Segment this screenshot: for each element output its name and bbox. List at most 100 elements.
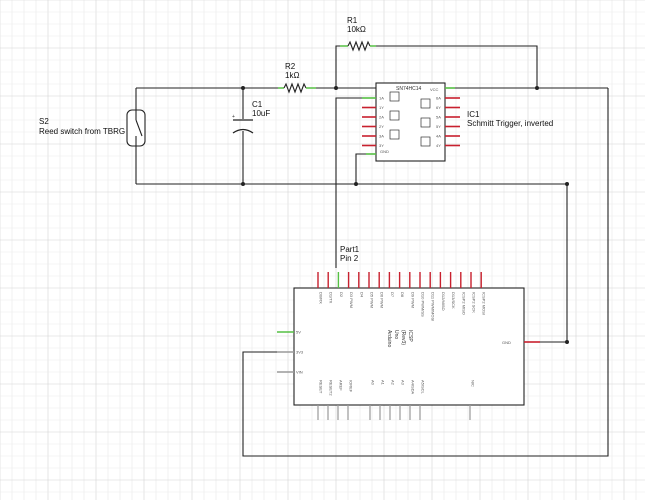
ic1-pin-label: 2A [379,115,384,120]
junctions [241,86,569,344]
ic1-pin-label: 4Y [436,143,441,148]
arduino-pin-label: VIN [296,370,303,375]
inverter-gate-icon [420,117,431,128]
ic1-ref-label: IC1 [467,110,480,119]
arduino-pin-label: D3 PWM [349,292,354,308]
arduino-pin-label: N/C [471,380,476,387]
arduino-bottom-pins: RESET RESET2 AREF IOREF A0 A1 A2 A3 A4/SDA A5/SCL… [317,380,476,420]
arduino-pin-label: D8 [400,292,405,298]
wire-r1-left[interactable] [335,45,344,88]
arduino-uno[interactable]: D0/RX D1/TX D2 D3 PWM D4 D5 PWM D6 PWM D7 D8 D9 P… [277,245,540,420]
ic1-pin-label: 3A [379,134,384,139]
arduino-name-line: Uno [393,330,399,339]
junction-dot [241,86,245,90]
junction-dot [535,86,539,90]
ic1-pin-label: 6A [436,96,441,101]
r2-ref-label: R2 [285,62,296,71]
junction-dot [241,182,245,186]
junction-dot [354,182,358,186]
wire-gnd-right[interactable] [540,184,568,343]
arduino-name-line: (Rev3) [400,330,406,345]
arduino-pin-label: D1/TX [329,292,334,304]
arduino-pin-label: D12/MISO [441,292,446,311]
arduino-pin-label: A3 [401,380,406,386]
arduino-pin-label: A2 [391,380,396,386]
inverter-gate-icon [389,91,400,102]
arduino-pin-label: D6 PWM [380,292,385,308]
arduino-body [293,287,525,406]
arduino-pin-label: D13/SCK [451,292,456,309]
arduino-pin-label: A0 [371,380,376,386]
c1-plus-sign: + [232,114,235,120]
s2-reed-switch[interactable]: S2 Reed switch from TBRG [39,109,146,147]
arduino-name-line: ICSP [407,330,413,342]
arduino-pin-label: 5V [296,330,301,335]
arduino-pin-label: A5/SCL [421,380,426,395]
junction-dot [565,182,569,186]
r2-value-label: 1kΩ [285,71,299,80]
c1-capacitor[interactable]: + C1 10uF [232,100,270,134]
arduino-pin-label: ICSP2 SCK [472,292,477,313]
r1-zigzag [347,40,371,52]
r1-value-label: 10kΩ [347,25,366,34]
ic1-pin-label: 5A [436,115,441,120]
arduino-pin-label: D5 PWM [370,292,375,308]
ic1-pin-label: 1A [379,96,384,101]
arduino-pin-label: A1 [381,380,386,386]
c1-plate-bottom [232,128,254,134]
wire-r1-right[interactable] [371,45,538,88]
inverter-gate-icon [420,98,431,109]
inverter-gate-icon [389,129,400,140]
arduino-pin-label: D10 PWM/SS [421,292,426,317]
arduino-pin-label: D7 [390,292,395,298]
c1-value-label: 10uF [252,109,270,118]
arduino-pin-label: IOREF [349,380,354,393]
c1-ref-label: C1 [252,100,263,109]
arduino-pin-label: D4 [359,292,364,298]
arduino-top-pins: D0/RX D1/TX D2 D3 PWM D4 D5 PWM D6 PWM D7 D8 D9 P… [317,272,487,321]
ic1-pin-label: 1Y [379,105,384,110]
junction-dot [565,340,569,344]
arduino-pin-label: RESET [319,380,324,394]
arduino-pin-note-label: Pin 2 [340,254,359,263]
ic1-pin-label: 3Y [379,143,384,148]
arduino-pin-label: AREF [339,380,344,391]
ic1-desc-label: Schmitt Trigger, inverted [467,119,553,128]
arduino-pin-label: ICSP2 MOSI [482,292,487,315]
inverter-gate-icon [389,110,400,121]
ic1-body [375,82,446,162]
s2-desc-label: Reed switch from TBRG [39,127,125,136]
ic1-pin-label: 6Y [436,105,441,110]
arduino-pin-label: D0/RX [319,292,324,304]
r2-resistor[interactable]: R2 1kΩ [278,62,316,94]
ic1-pin-label: 4A [436,134,441,139]
arduino-pin-label: RESET2 [329,380,334,396]
arduino-pin-label: ICSP2 MISO [461,292,466,315]
arduino-pin-label: D11 PWM/MOSI [431,292,436,321]
arduino-ref-label: Part1 [340,245,360,254]
arduino-pin-label: D9 PWM [410,292,415,308]
r1-ref-label: R1 [347,16,358,25]
r1-resistor[interactable]: R1 10kΩ [340,16,376,52]
s2-ref-label: S2 [39,117,49,126]
ic1-left-pins: 1A 1Y 2A 2Y 3A 3Y [362,96,384,148]
arduino-pin-label: D2 [339,292,344,298]
arduino-name-line: Arduino [386,330,392,347]
arduino-gnd-label: GND [502,340,511,345]
r2-zigzag [283,82,307,94]
ic1-pin-label: 2Y [379,124,384,129]
inverter-gate-icon [420,136,431,147]
s2-contact-blade [135,119,143,137]
arduino-pin-label: A4/SDA [411,380,416,395]
wire-5v-loop[interactable] [242,88,609,457]
ic1-vcc-label: VCC [430,87,439,92]
ic1-chip-label: SN74HC14 [396,86,422,92]
wire-ic-gnd[interactable] [355,153,376,184]
ic1-gnd-label: GND [380,149,389,154]
